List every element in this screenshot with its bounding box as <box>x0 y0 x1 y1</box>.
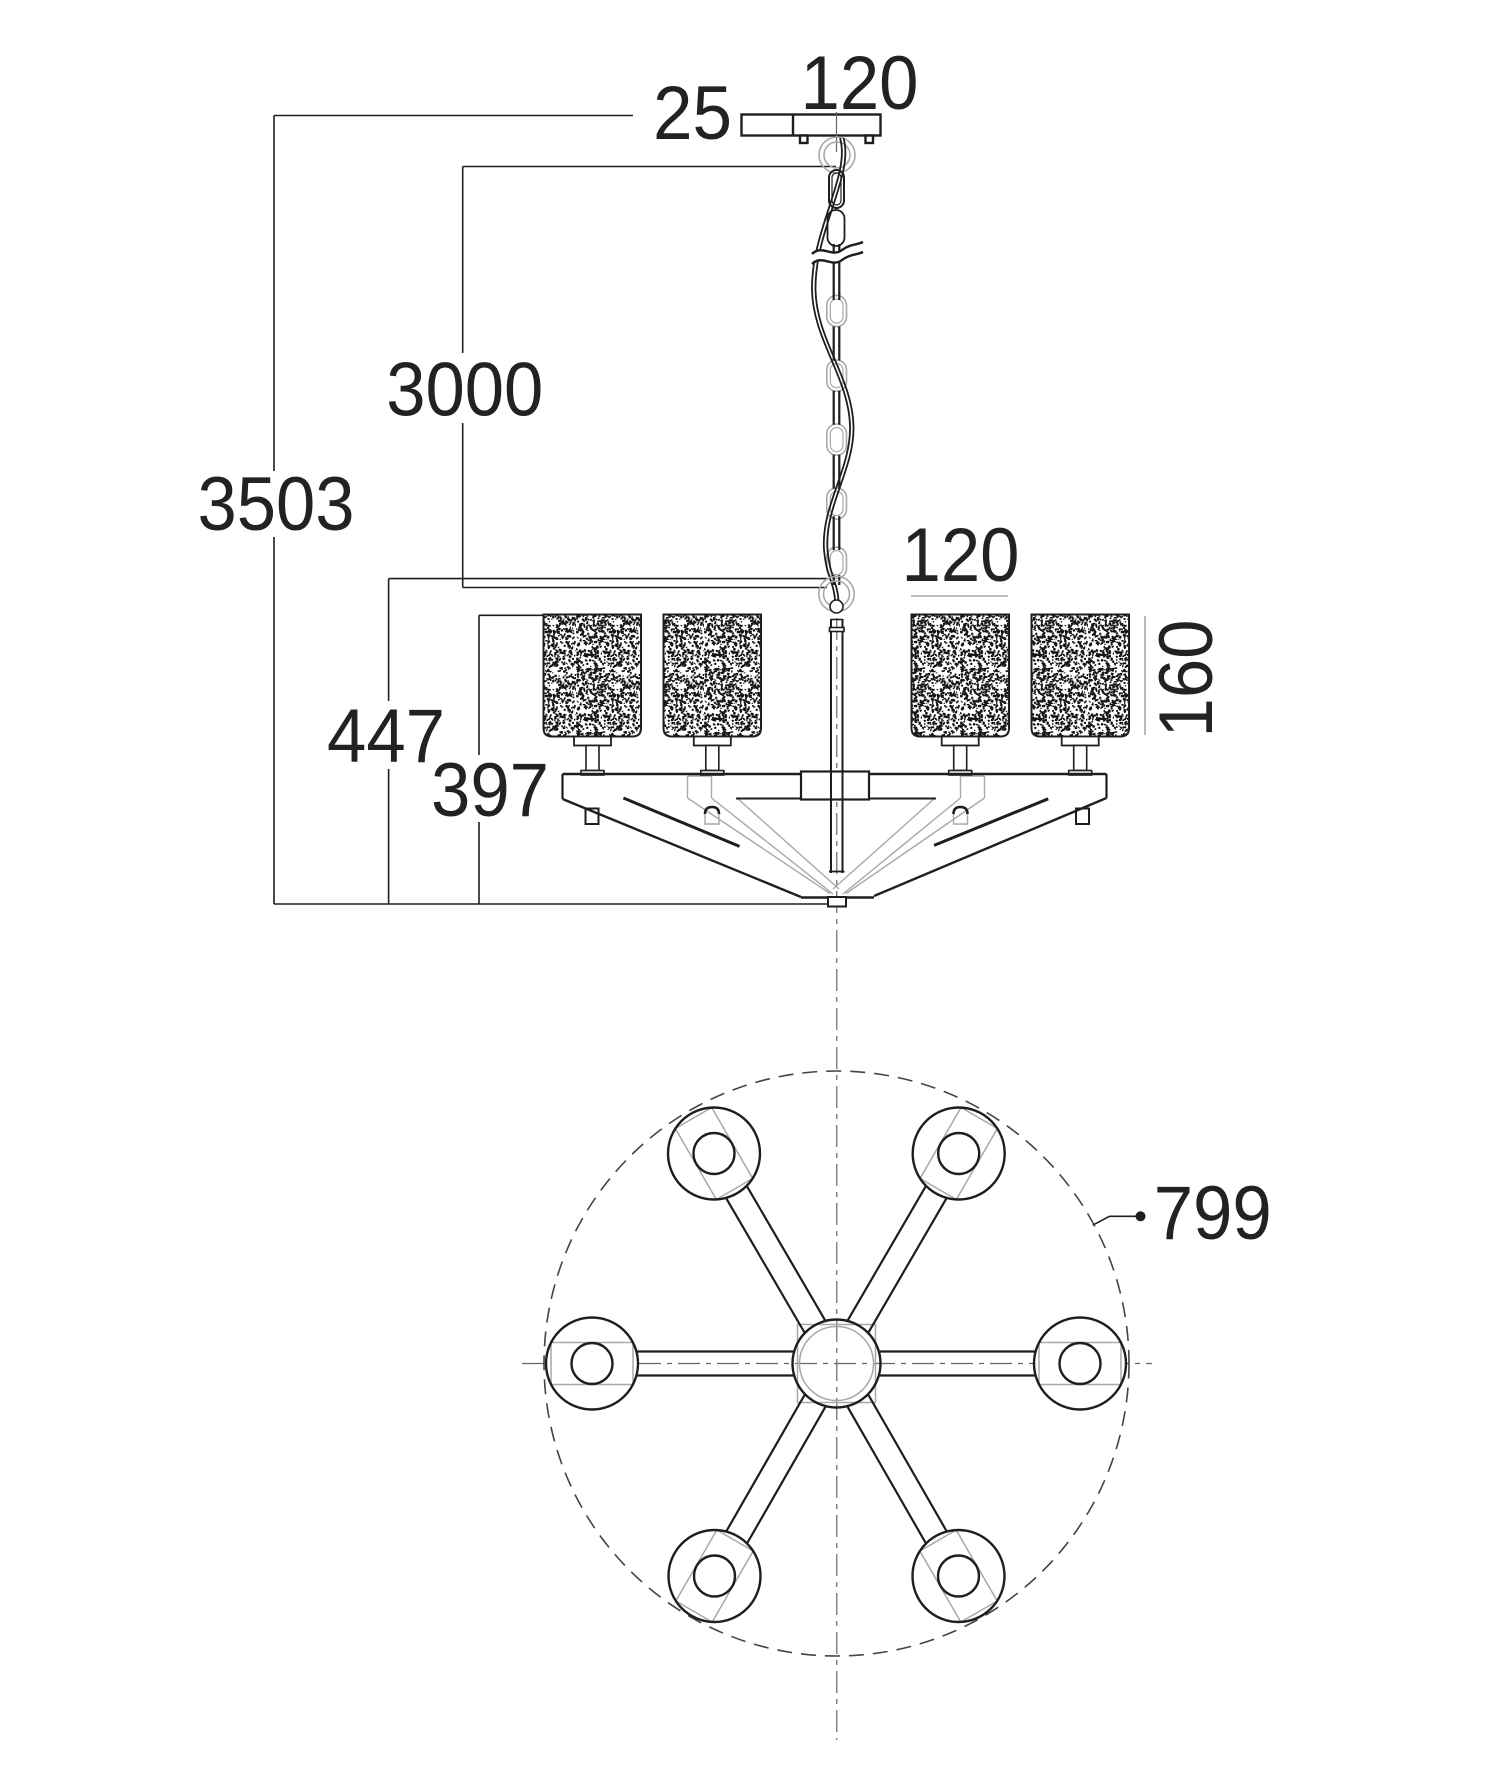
svg-text:160: 160 <box>1144 620 1229 738</box>
svg-text:3503: 3503 <box>198 462 355 547</box>
svg-text:3000: 3000 <box>386 347 543 432</box>
svg-text:799: 799 <box>1154 1171 1272 1256</box>
svg-text:120: 120 <box>902 513 1020 598</box>
svg-text:397: 397 <box>431 748 549 833</box>
svg-text:25: 25 <box>653 71 732 156</box>
svg-text:120: 120 <box>801 41 919 126</box>
svg-text:447: 447 <box>327 694 445 779</box>
